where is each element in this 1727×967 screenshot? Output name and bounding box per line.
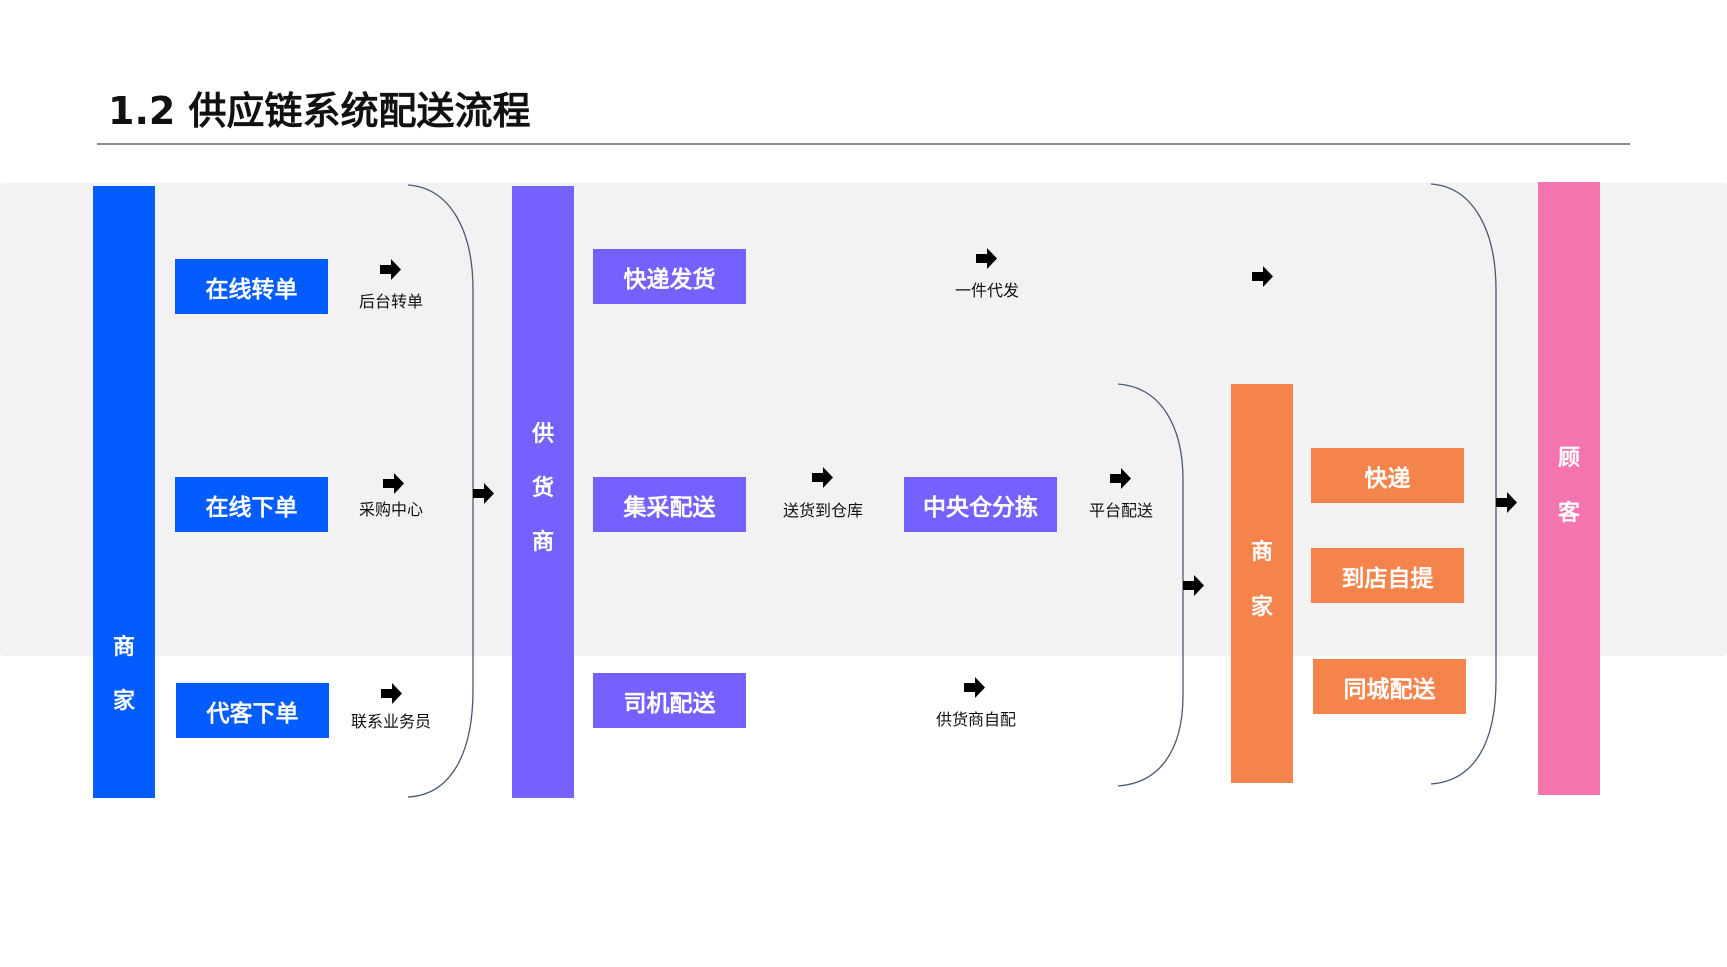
- order-online-transfer: 在线转单: [175, 259, 328, 314]
- merchant-delivery-pickup: 到店自提: [1311, 548, 1464, 603]
- right-arrow-icon: [381, 683, 402, 704]
- right-arrow-icon: [1252, 266, 1273, 287]
- stage-merchant-fulfillment: 商 家: [1231, 384, 1293, 783]
- stage-customer-char: 顾: [1557, 446, 1580, 471]
- merchant-delivery-express: 快递: [1311, 448, 1464, 503]
- delivery-bulk: 集采配送: [593, 477, 746, 532]
- stage-supplier-char: 供: [531, 422, 554, 447]
- central-warehouse-sorting: 中央仓分拣: [904, 477, 1057, 532]
- stage-customer: 顾 客: [1538, 182, 1600, 795]
- right-arrow-icon: [1496, 492, 1517, 513]
- channel-label: 供货商自配: [935, 710, 1017, 729]
- right-arrow-icon: [812, 467, 833, 488]
- order-online-place: 在线下单: [175, 477, 328, 532]
- channel-label: 送货到仓库: [782, 501, 864, 520]
- right-arrow-icon: [1183, 575, 1204, 596]
- order-on-behalf: 代客下单: [176, 683, 329, 738]
- right-arrow-icon: [473, 483, 494, 504]
- title-divider: [97, 143, 1630, 145]
- right-arrow-icon: [964, 677, 985, 698]
- bracket-merchant-orders: [407, 184, 474, 798]
- stage-supplier-char: 货: [531, 476, 554, 501]
- channel-label: 联系业务员: [350, 712, 432, 731]
- stage-supplier-char: 商: [531, 530, 554, 555]
- channel-label: 一件代发: [954, 281, 1020, 300]
- stage-merchant-char: 商: [1250, 540, 1273, 565]
- channel-label: 采购中心: [358, 500, 424, 519]
- stage-supplier: 供 货 商: [512, 186, 574, 798]
- channel-label: 后台转单: [358, 292, 424, 311]
- right-arrow-icon: [380, 259, 401, 280]
- merchant-delivery-local: 同城配送: [1313, 659, 1466, 714]
- right-arrow-icon: [976, 248, 997, 269]
- delivery-express: 快递发货: [593, 249, 746, 304]
- stage-merchant-char: 家: [1250, 595, 1273, 620]
- stage-merchant-char: 商: [112, 635, 135, 660]
- bracket-platform: [1117, 383, 1184, 787]
- delivery-driver: 司机配送: [593, 673, 746, 728]
- stage-customer-char: 客: [1557, 501, 1580, 526]
- right-arrow-icon: [1110, 468, 1131, 489]
- page-title: 1.2 供应链系统配送流程: [108, 89, 531, 133]
- stage-merchant-char: 家: [112, 689, 135, 714]
- right-arrow-icon: [383, 473, 404, 494]
- channel-label: 平台配送: [1088, 501, 1154, 520]
- stage-merchant: 商 家: [93, 186, 155, 798]
- bracket-merchant-delivery: [1430, 183, 1497, 785]
